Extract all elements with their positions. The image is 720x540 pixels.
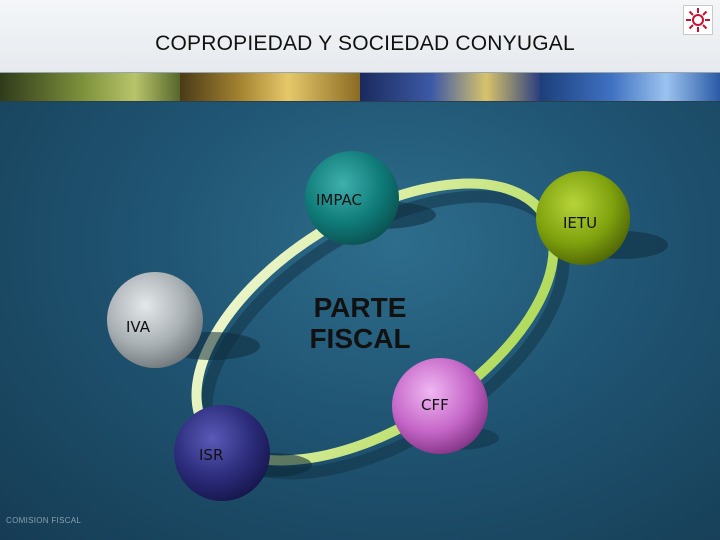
logo-icon: [683, 5, 713, 35]
banner-image-3: [360, 73, 540, 101]
banner-image-4: [540, 73, 720, 101]
banner-image-2: [180, 73, 360, 101]
footer-text: COMISION FISCAL: [6, 516, 82, 525]
label-ietu: IETU: [563, 214, 598, 232]
label-impac: IMPAC: [316, 191, 362, 209]
image-banner: [0, 72, 720, 102]
node-ietu: [536, 171, 630, 265]
node-isr: [174, 405, 270, 501]
node-iva: [107, 272, 203, 368]
banner-image-1: [0, 73, 180, 101]
center-label: PARTE FISCAL: [300, 292, 420, 354]
header-bar: COPROPIEDAD Y SOCIEDAD CONYUGAL: [0, 0, 720, 72]
slide-title: COPROPIEDAD Y SOCIEDAD CONYUGAL: [155, 32, 575, 55]
center-label-line1: PARTE: [313, 292, 407, 323]
center-label-line2: FISCAL: [309, 323, 411, 354]
label-isr: ISR: [199, 446, 224, 464]
node-impac: [305, 151, 399, 245]
node-cff: [392, 358, 488, 454]
label-cff: CFF: [421, 396, 449, 414]
label-iva: IVA: [126, 318, 150, 336]
